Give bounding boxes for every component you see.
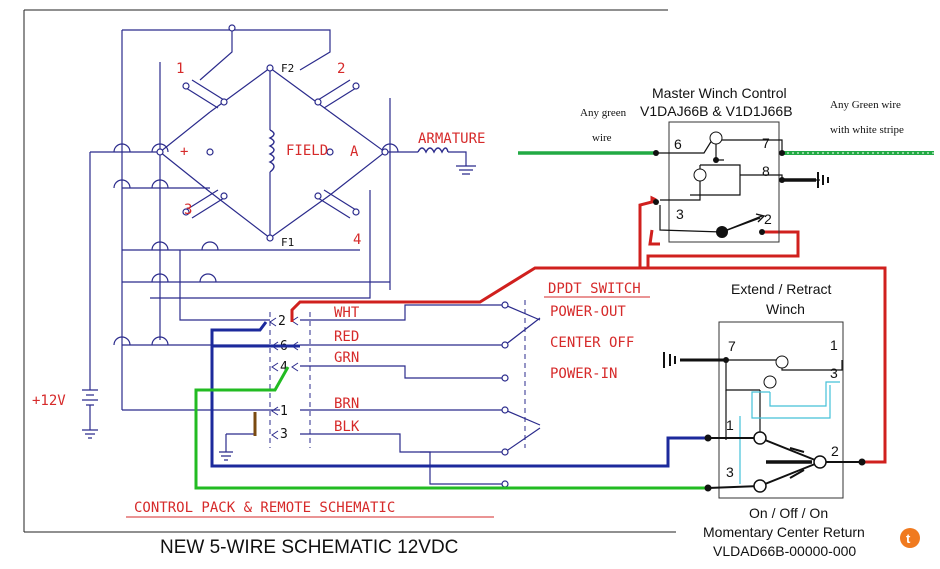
wire-label-grn: GRN <box>334 350 359 366</box>
badge-icon <box>900 528 920 548</box>
contact-label-1: 1 <box>176 61 184 77</box>
connector-arrows <box>269 316 299 440</box>
extend-pin-3-left: 3 <box>726 464 734 480</box>
connector-wires <box>300 304 541 485</box>
wire-labels: WHT RED GRN BRN BLK <box>334 305 360 435</box>
a-label: A <box>350 144 359 160</box>
extend-pin-2: 2 <box>831 443 839 459</box>
brown-ground <box>219 433 255 461</box>
control-pack-title: CONTROL PACK & REMOTE SCHEMATIC <box>134 500 395 516</box>
pin-label: 1 <box>280 404 288 419</box>
field-coil <box>268 129 275 173</box>
extend-internal <box>680 356 843 440</box>
master-terminal-dots <box>653 150 785 235</box>
blue-wire <box>210 321 708 468</box>
wire-crossovers <box>113 143 399 346</box>
armature-coil <box>417 147 449 154</box>
extend-bulb-top <box>775 355 789 369</box>
master-pin-7: 7 <box>762 135 770 151</box>
diagram-title: NEW 5-WIRE SCHEMATIC 12VDC <box>160 537 458 558</box>
master-pin-6: 6 <box>674 136 682 152</box>
master-pin-2: 2 <box>764 211 772 227</box>
extend-dots <box>704 357 866 492</box>
extend-cyan-wire <box>739 381 840 484</box>
master-pin-3: 3 <box>676 206 684 222</box>
extend-pin-1-left: 1 <box>726 417 734 433</box>
wire-label-brn: BRN <box>334 396 359 412</box>
master-title: Master Winch Control <box>652 85 787 101</box>
pin-label: 4 <box>280 360 288 375</box>
f2-label: F2 <box>281 62 294 75</box>
dpdt-pos-power-in: POWER-IN <box>550 366 617 382</box>
master-pin-8: 8 <box>762 163 770 179</box>
master-model: V1DAJ66B & V1D1J66B <box>640 103 793 119</box>
pin-label: 3 <box>280 427 288 442</box>
master-right-note-1: Any Green wire <box>830 99 901 111</box>
badge-icon-letter: t <box>906 531 911 546</box>
red-wire <box>290 195 887 464</box>
plus-label: + <box>180 144 188 160</box>
extend-pin-1-right: 1 <box>830 337 838 353</box>
extend-bulb-bottom <box>763 375 777 389</box>
extend-caption-3: VLDAD66B-00000-000 <box>713 543 856 559</box>
master-bulb-top <box>709 131 723 145</box>
extend-switch <box>707 437 862 489</box>
contact-terminals <box>156 24 389 242</box>
master-left-note-2: wire <box>592 132 612 144</box>
wire-label-wht: WHT <box>334 305 360 321</box>
dpdt-pos-center-off: CENTER OFF <box>550 335 634 351</box>
connector-dashes <box>269 300 526 448</box>
dpdt-title: DPDT SWITCH <box>548 281 641 297</box>
contact-label-2: 2 <box>337 61 345 77</box>
extend-control-box <box>718 321 844 499</box>
master-bulb-bottom <box>693 168 707 182</box>
extend-switch-terminals <box>753 431 827 493</box>
contact-label-4: 4 <box>353 232 361 248</box>
extend-caption-1: On / Off / On <box>749 505 828 521</box>
pin-label: 2 <box>278 314 286 329</box>
armature-label: ARMATURE <box>418 131 485 147</box>
master-control-box <box>668 121 780 243</box>
extend-pin-7: 7 <box>728 338 736 354</box>
master-switch-arm <box>721 213 766 233</box>
dpdt-pos-power-out: POWER-OUT <box>550 304 626 320</box>
frame <box>23 9 676 533</box>
field-label: FIELD <box>286 143 328 159</box>
extend-caption-2: Momentary Center Return <box>703 524 865 540</box>
extend-pin-3-right: 3 <box>830 365 838 381</box>
wire-label-red: RED <box>334 329 359 345</box>
extend-title: Extend / Retract <box>731 281 831 297</box>
master-right-note-2: with white stripe <box>830 124 904 136</box>
battery-label: +12V <box>32 393 66 409</box>
master-left-note-1: Any green <box>580 107 627 119</box>
contact-label-3: 3 <box>184 202 192 218</box>
green-wire-control <box>194 366 710 490</box>
wire-label-blk: BLK <box>334 419 360 435</box>
f1-label: F1 <box>281 236 294 249</box>
master-switch-pivot <box>716 226 728 238</box>
extend-ground-symbol <box>663 352 676 368</box>
extend-title-2: Winch <box>766 301 805 317</box>
battery-symbol <box>82 345 98 439</box>
dpdt-terminals <box>501 301 509 488</box>
master-ground-symbol <box>817 172 829 188</box>
motor-wiring <box>89 29 476 411</box>
